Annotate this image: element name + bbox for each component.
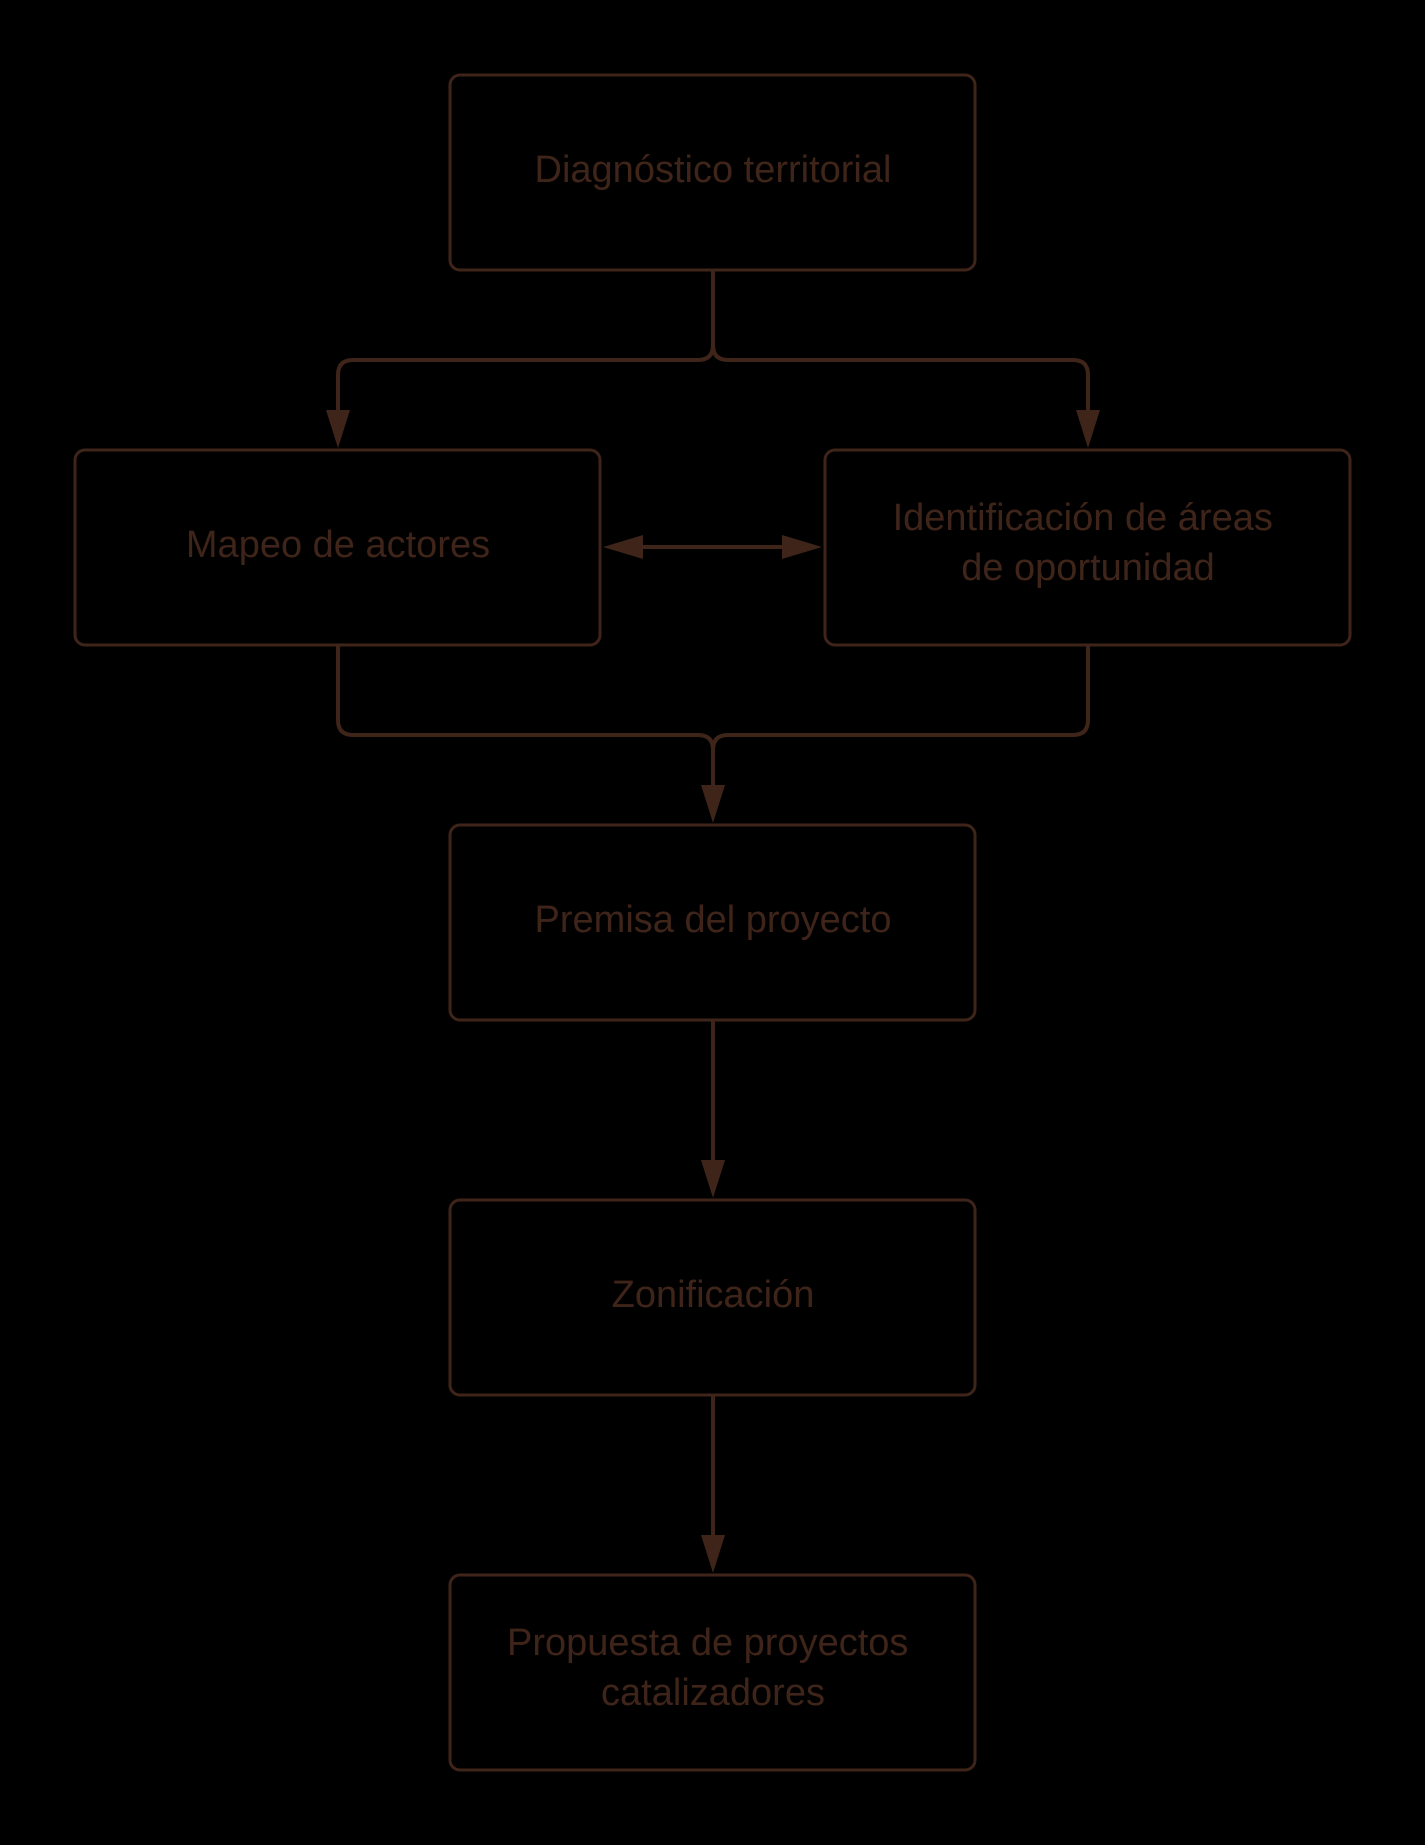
node-identificacion-areas-oportunidad: Identificación de áreas de oportunidad xyxy=(823,448,1352,647)
node-label-line: Identificación de áreas xyxy=(893,497,1273,539)
arrowhead-identificacion-left xyxy=(782,535,822,559)
node-label: Mapeo de actores xyxy=(186,524,490,566)
node-box xyxy=(448,1198,977,1397)
arrowhead-propuesta-top xyxy=(701,1535,725,1573)
node-box xyxy=(448,823,977,1022)
arrowhead-identificacion-top xyxy=(1076,410,1100,448)
node-label: Propuesta de proyectos catalizadores xyxy=(507,1622,919,1714)
node-label-line: catalizadores xyxy=(601,1672,825,1714)
node-label-line: Zonificación xyxy=(612,1274,815,1316)
node-label-line: Premisa del proyecto xyxy=(535,899,892,941)
node-mapeo-de-actores: Mapeo de actores xyxy=(73,448,602,647)
arrowhead-zonificacion-top xyxy=(701,1160,725,1198)
node-label: Identificación de áreas de oportunidad xyxy=(893,497,1284,589)
node-propuesta-proyectos-catalizadores: Propuesta de proyectos catalizadores xyxy=(448,1573,977,1772)
edge-mapeo-to-premisa xyxy=(336,646,715,787)
node-label-line: Mapeo de actores xyxy=(186,524,490,566)
node-box xyxy=(448,73,977,272)
node-diagnostico-territorial: Diagnóstico territorial xyxy=(448,73,977,272)
node-label-line: de oportunidad xyxy=(961,547,1215,589)
node-label: Premisa del proyecto xyxy=(535,899,892,941)
node-box xyxy=(73,448,602,647)
edge-diagnostico-to-identificacion xyxy=(711,344,1090,412)
node-label-line: Propuesta de proyectos xyxy=(507,1622,908,1664)
node-label: Zonificación xyxy=(612,1274,815,1316)
node-box xyxy=(823,448,1352,647)
edge-diagnostico-to-mapeo xyxy=(336,271,715,412)
node-box xyxy=(448,1573,977,1772)
arrowhead-mapeo-left xyxy=(603,535,643,559)
arrowhead-mapeo-top xyxy=(326,410,350,448)
node-zonificacion: Zonificación xyxy=(448,1198,977,1397)
node-label-line: Diagnóstico territorial xyxy=(535,149,892,191)
node-premisa-del-proyecto: Premisa del proyecto xyxy=(448,823,977,1022)
edge-identificacion-to-premisa xyxy=(711,646,1090,751)
arrowhead-premisa-top xyxy=(701,785,725,823)
node-label: Diagnóstico territorial xyxy=(535,149,892,191)
